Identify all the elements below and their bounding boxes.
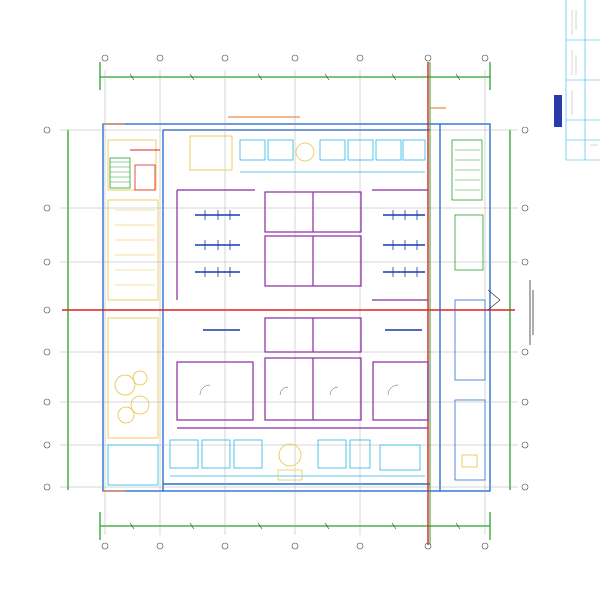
desk-ticks xyxy=(204,210,418,277)
top-workstations xyxy=(239,139,426,173)
round-table-bottom xyxy=(278,443,302,467)
title-block-stamp xyxy=(554,95,562,127)
grid-bubbles-left xyxy=(43,126,51,491)
door-swing-icon xyxy=(199,384,399,396)
round-table-top xyxy=(295,142,315,162)
center-rooms xyxy=(176,189,429,429)
title-block-text-marks xyxy=(571,10,598,146)
north-arrow-icon xyxy=(487,289,501,311)
grid-bubbles-top xyxy=(101,54,489,62)
bottom-reception xyxy=(277,469,303,481)
left-wing xyxy=(107,139,159,486)
grid-bubbles-right xyxy=(521,126,529,491)
right-wing xyxy=(451,139,486,481)
axis-lines xyxy=(62,62,515,545)
dimension-lines xyxy=(67,62,511,540)
structural-grid xyxy=(60,70,518,535)
top-furniture xyxy=(189,135,233,171)
dimension-tick-marks xyxy=(129,73,461,530)
desk-groups xyxy=(195,214,425,331)
title-block xyxy=(565,0,600,161)
building-outline xyxy=(102,123,491,492)
right-side-labels xyxy=(529,280,534,345)
grid-bubbles-bottom xyxy=(101,542,489,550)
bottom-workstations xyxy=(169,439,425,477)
annotation-marks xyxy=(103,107,446,492)
